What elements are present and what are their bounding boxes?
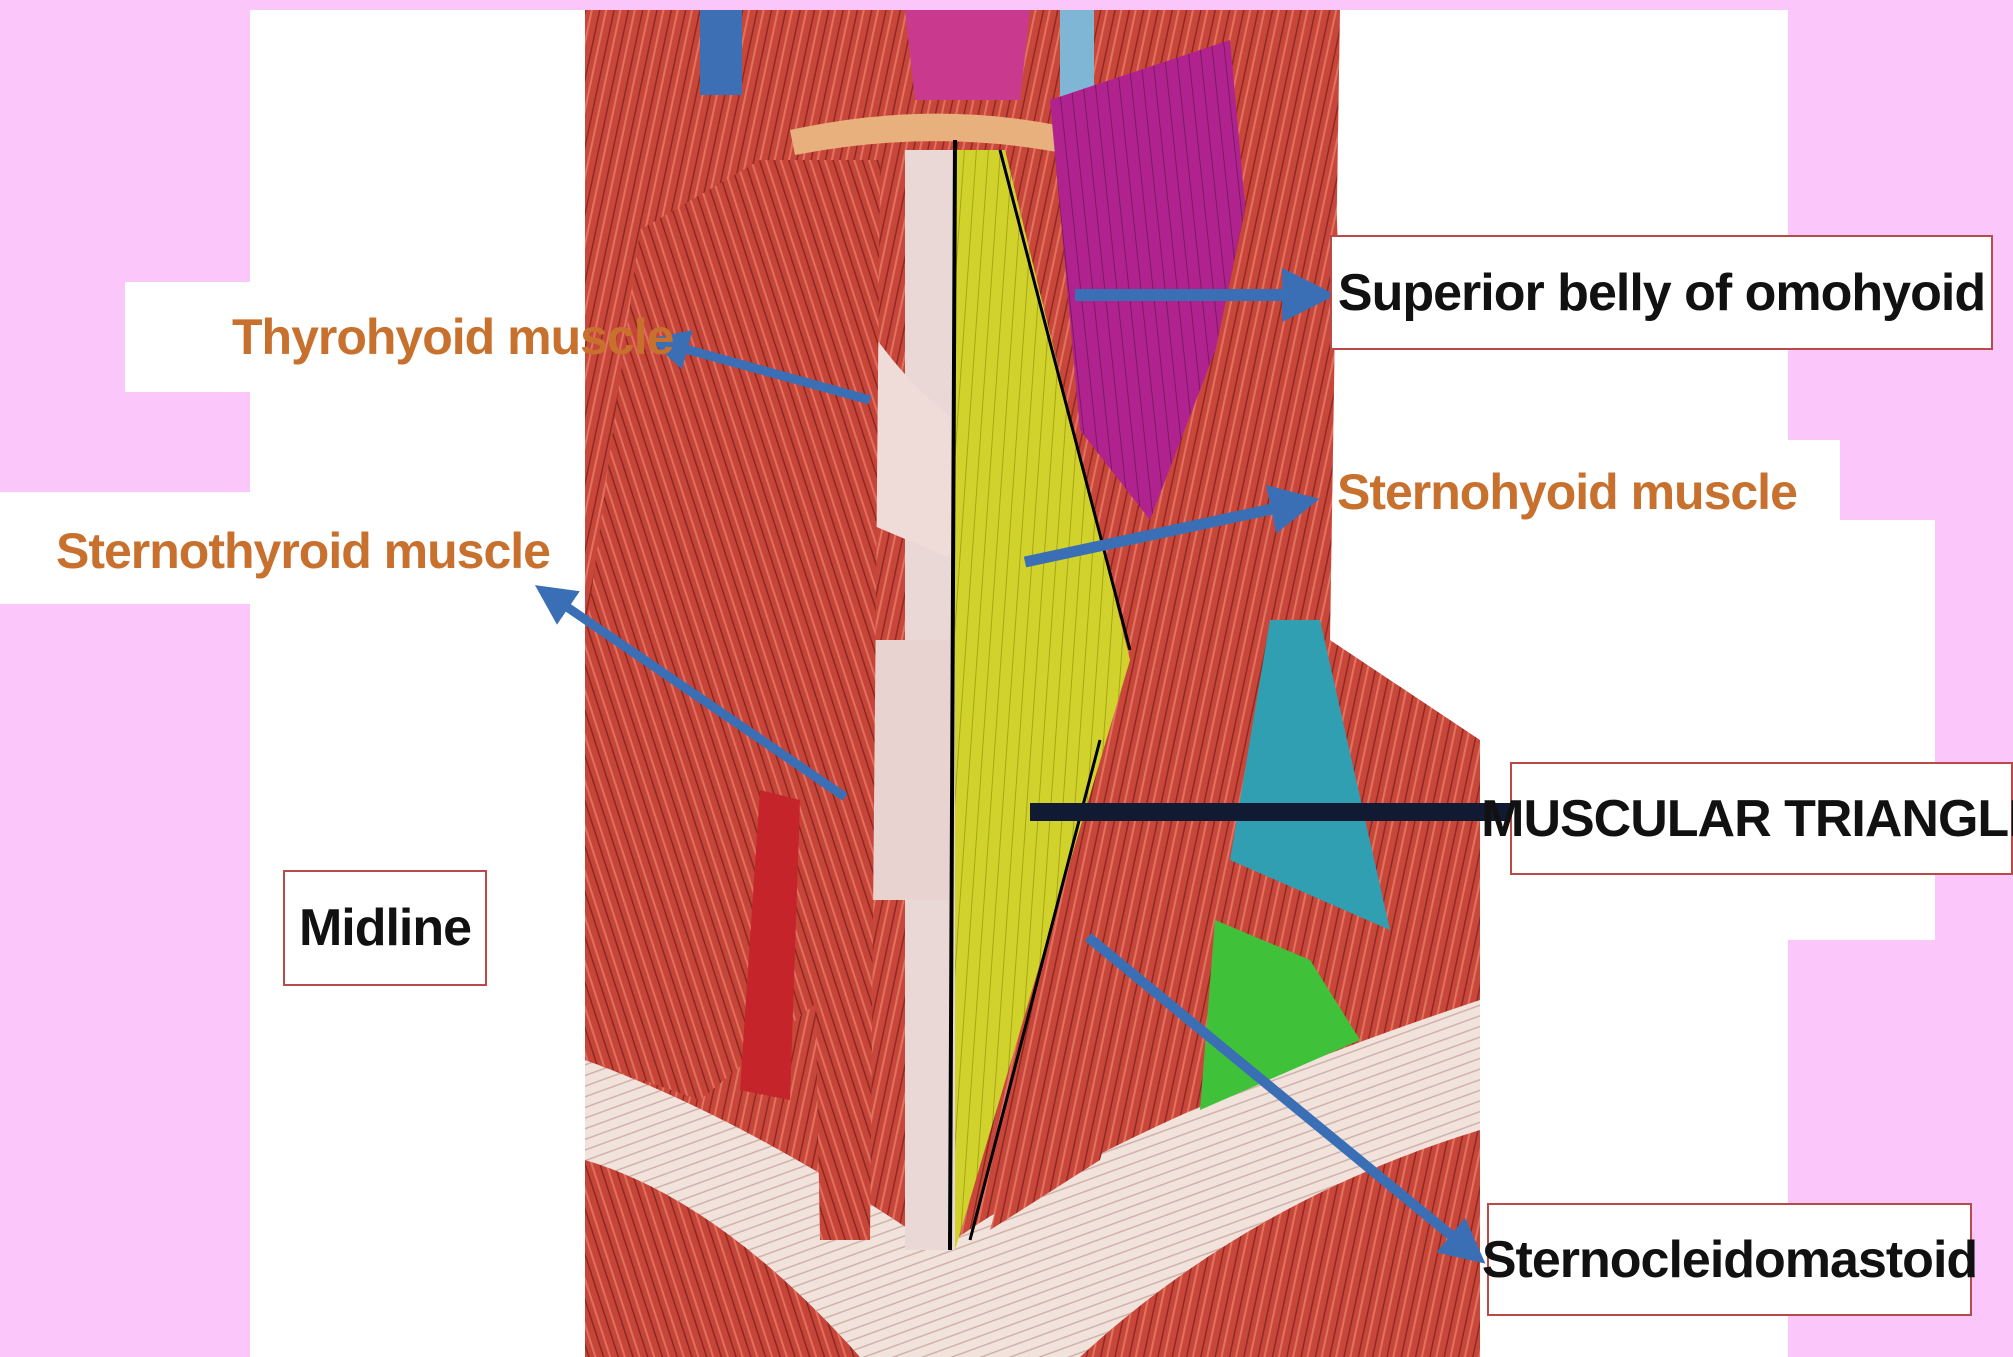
label-midline: Midline (283, 870, 487, 986)
label-thyrohyoid-muscle: Thyrohyoid muscle (232, 308, 673, 366)
label-muscular-triangle: MUSCULAR TRIANGLE (1510, 762, 2013, 875)
label-superior-belly-of-omohyoid: Superior belly of omohyoid (1330, 235, 1993, 350)
label-sternohyoid-muscle: Sternohyoid muscle (1337, 463, 1797, 521)
label-sternothyroid-muscle: Sternothyroid muscle (56, 522, 550, 580)
label-sternocleidomastoid: Sternocleidomastoid (1487, 1203, 1972, 1316)
top-midline-structure (905, 10, 1030, 100)
vessel-left (700, 10, 742, 95)
tracheal-rings (870, 640, 955, 900)
